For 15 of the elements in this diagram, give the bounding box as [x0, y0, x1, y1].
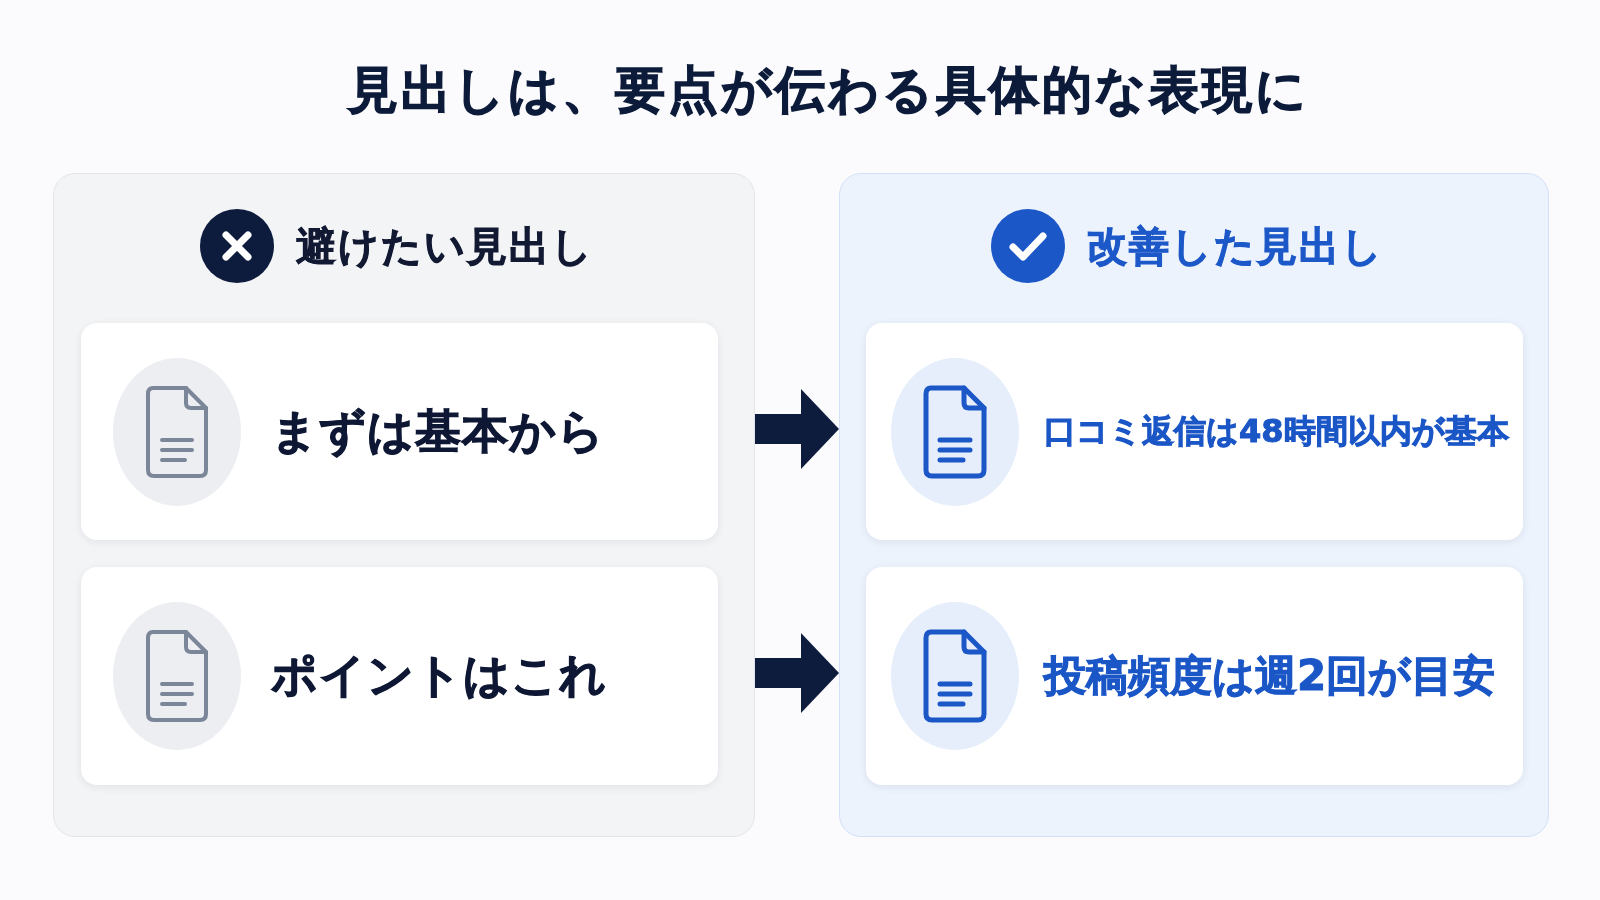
headline-text: まずは基本から: [271, 403, 605, 460]
block-arrow: [755, 633, 839, 713]
headline-text: 口コミ返信は48時間以内が基本: [1044, 412, 1509, 451]
block-arrow: [755, 389, 839, 469]
title: 見出しは、要点が伝わる具体的な表現に: [347, 60, 1309, 120]
headline-text: 投稿頻度は週2回が目安: [1044, 650, 1496, 702]
headline-card: [81, 323, 718, 540]
headline-card: [866, 567, 1523, 785]
panel-heading: 改善した見出し: [1086, 222, 1384, 270]
headline-text: ポイントはこれ: [271, 648, 607, 704]
headline-card: [866, 323, 1523, 540]
comparison-panel: [53, 173, 755, 837]
headline-card: [81, 567, 718, 785]
panel-heading: 避けたい見出し: [296, 222, 594, 270]
comparison-panel: [839, 173, 1549, 837]
